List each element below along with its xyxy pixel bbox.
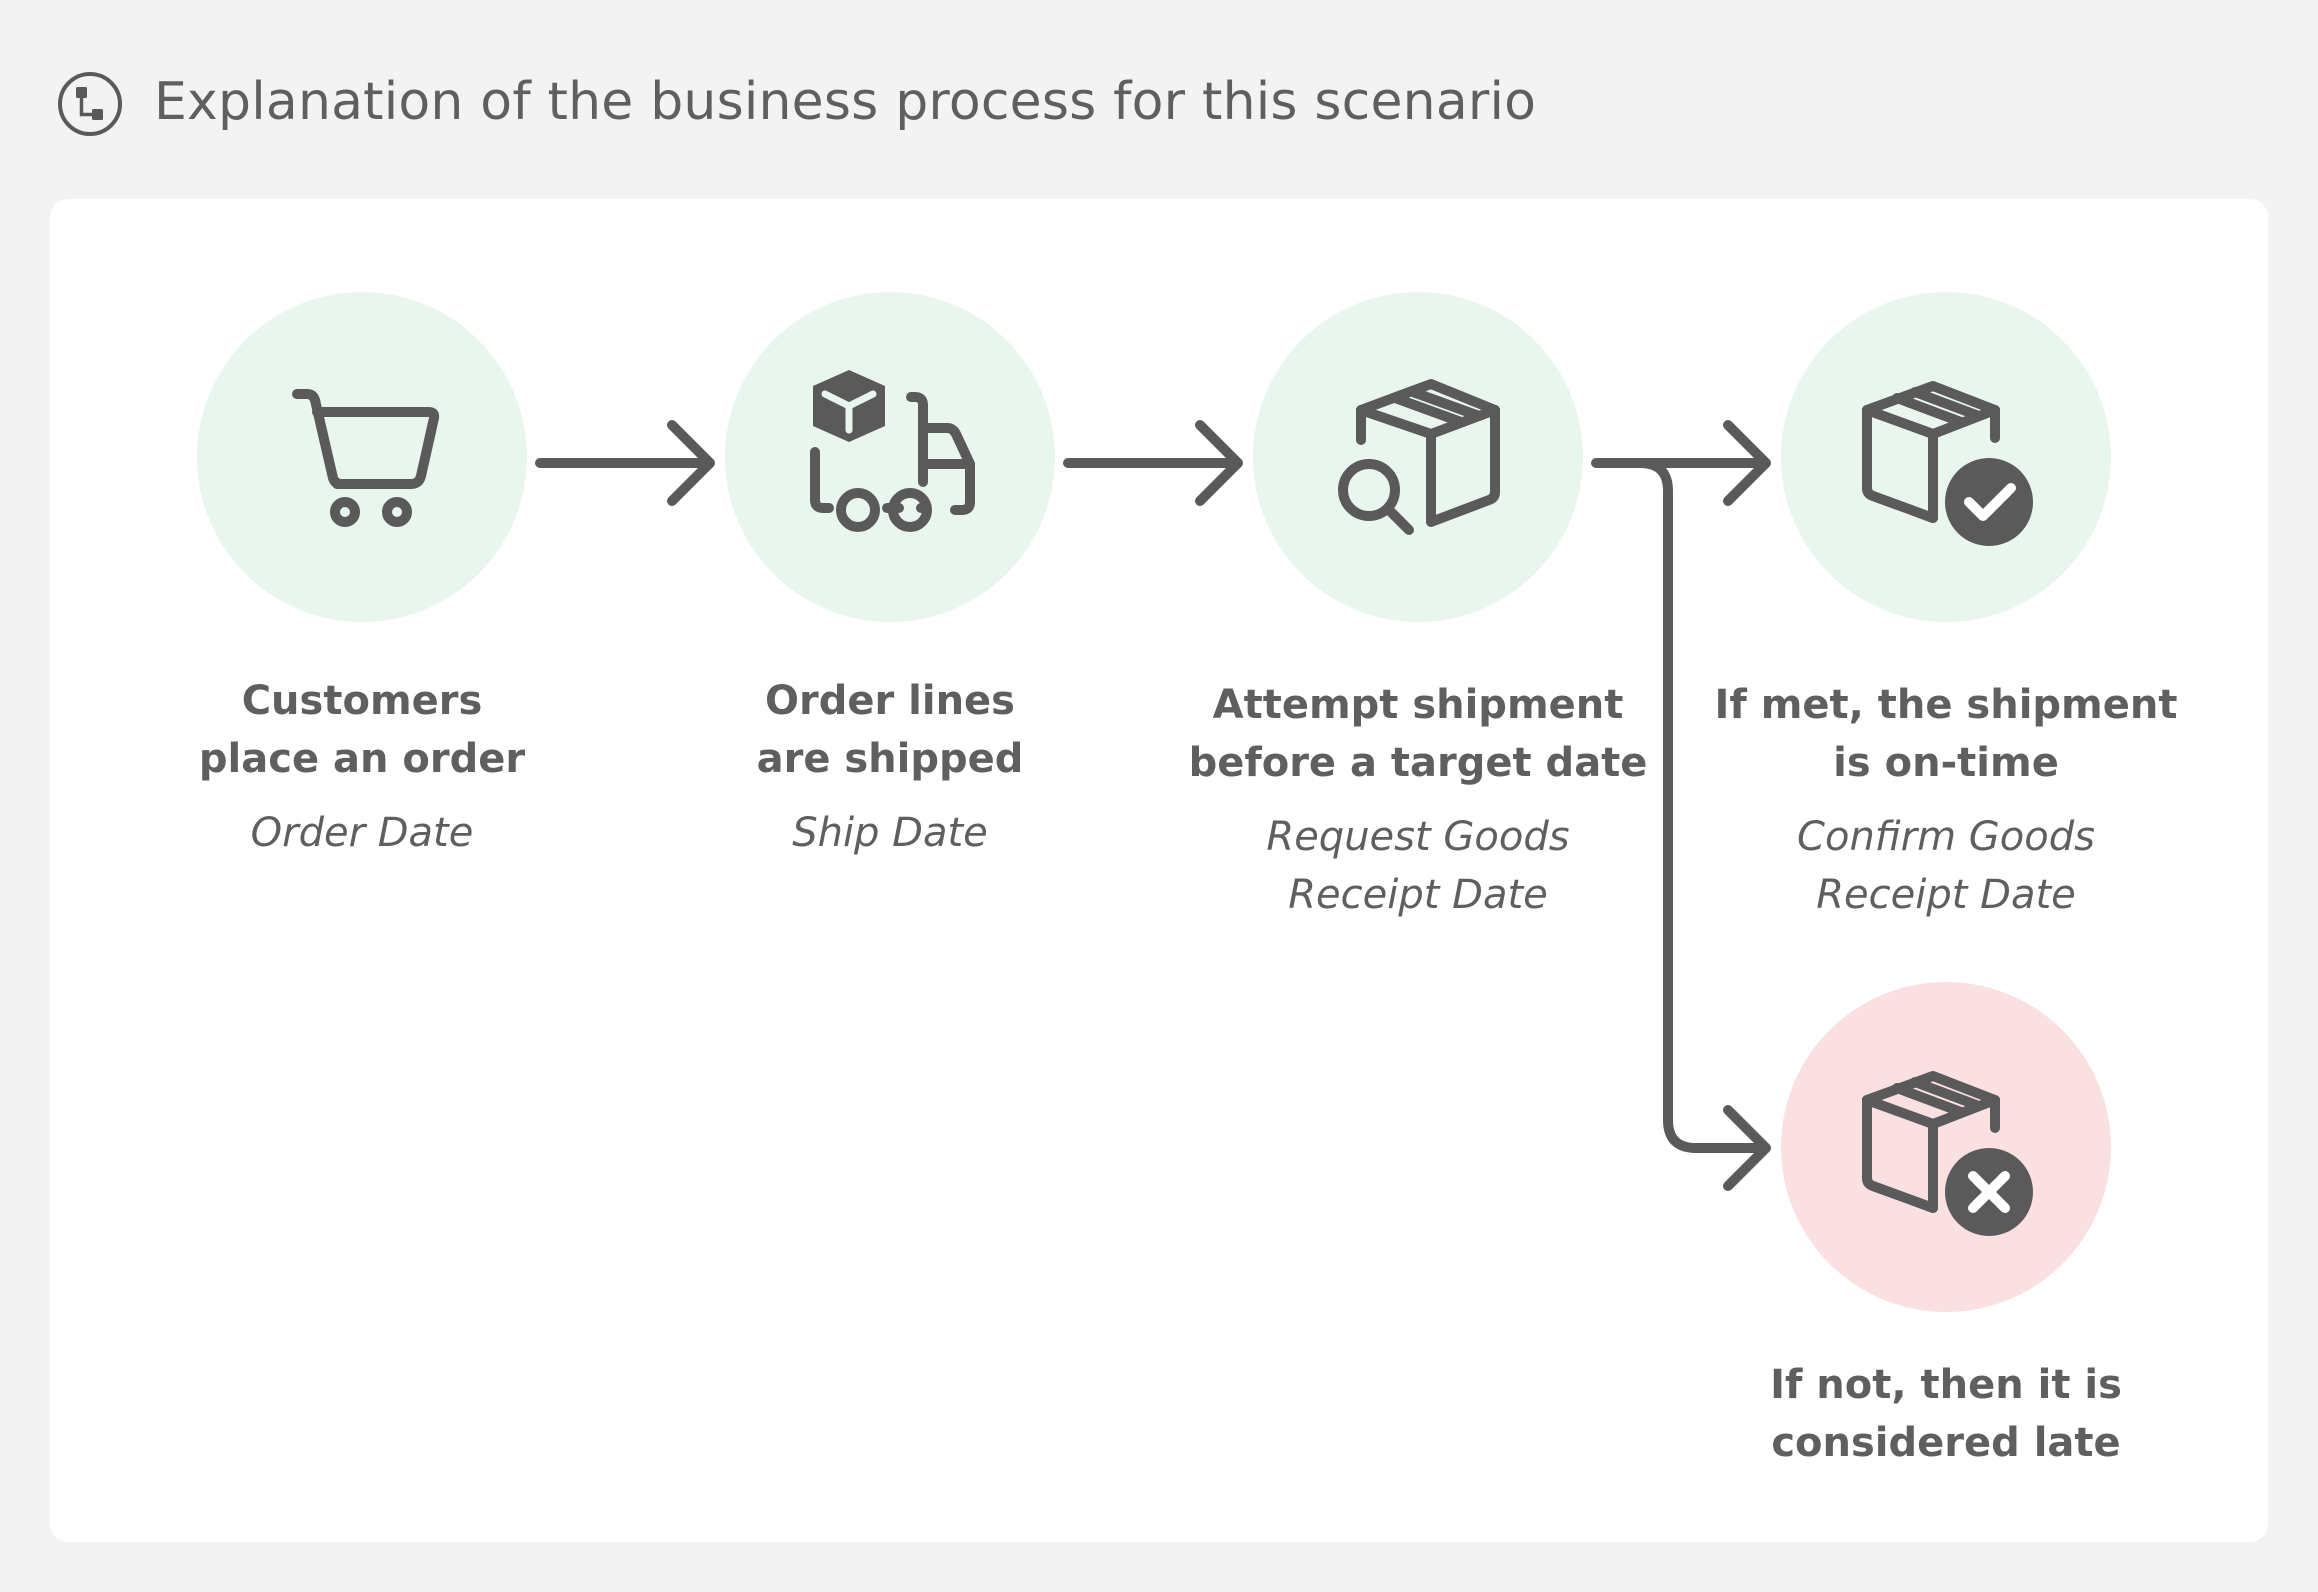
step-field-name: Ship Date (792, 810, 988, 856)
arrowhead-order-to-ship (667, 420, 715, 506)
delivery-truck-icon (810, 370, 975, 532)
page-title: Explanation of the business process for … (154, 72, 1537, 132)
step-circle-ship (725, 292, 1055, 622)
step-circle-ontime (1781, 292, 2111, 622)
package-search-icon (1338, 379, 1500, 535)
process-flow-icon (58, 72, 122, 136)
step-field-name: Order Date (250, 810, 474, 856)
arrowhead-attempt-to-late (1723, 1105, 1771, 1191)
arrowhead-attempt-to-ontime (1723, 420, 1771, 506)
package-checkmark-icon (1862, 381, 2033, 546)
arrow-attempt-to-late (1635, 458, 1769, 1153)
arrowhead-ship-to-attempt (1195, 420, 1243, 506)
step-circle-late (1781, 982, 2111, 1312)
package-dismiss-icon (1862, 1071, 2033, 1236)
shopping-cart-icon (292, 389, 440, 527)
step-circle-order (197, 292, 527, 622)
step-circle-attempt (1253, 292, 1583, 622)
